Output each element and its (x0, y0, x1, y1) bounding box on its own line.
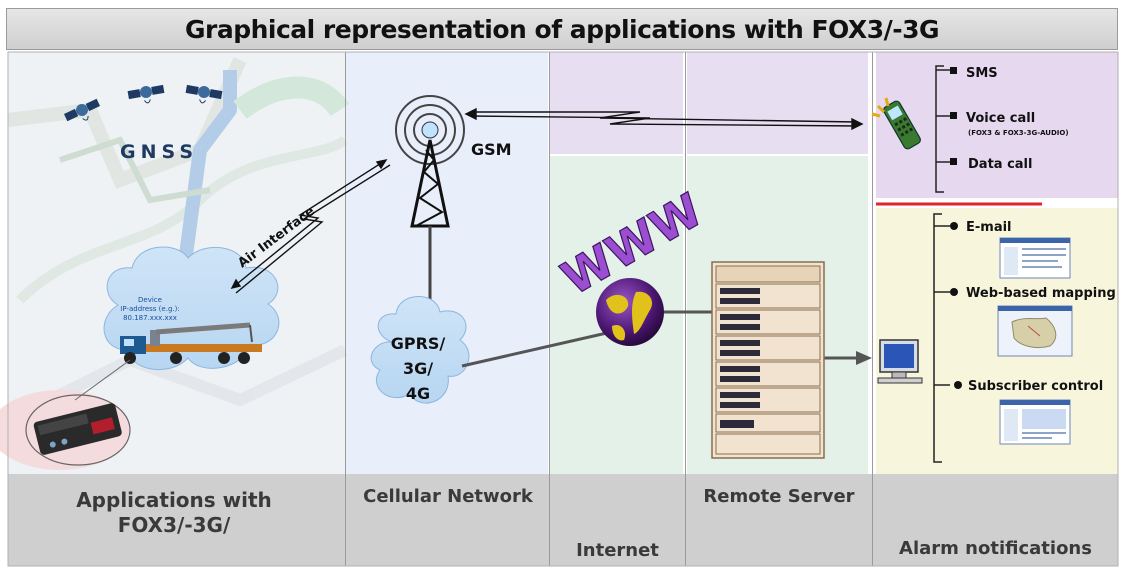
gprs-label-line1: GPRS/ (391, 334, 446, 353)
notification-data-call: Data call (968, 157, 1032, 172)
alarm-gsm-bg (876, 52, 1118, 198)
phone-ring-icon (871, 97, 890, 118)
gprs-cloud (370, 296, 470, 404)
air-interface-arrows (230, 158, 391, 294)
column-label-alarm: Alarm notifications (899, 538, 1092, 559)
gprs-label-line3: 4G (406, 384, 430, 403)
satellite-icon (185, 84, 223, 104)
satellite-icons (63, 84, 223, 122)
subscriber-screenshot-thumbnail (999, 399, 1071, 445)
mobile-phone-icon (883, 100, 921, 150)
internet-bullets (950, 222, 962, 389)
gsm-notification-bracket (935, 65, 950, 193)
monitor-icon (877, 339, 923, 384)
notification-subscriber-control: Subscriber control (968, 379, 1103, 394)
server-rack-icon (711, 261, 825, 459)
truck-icon (120, 322, 262, 364)
diagram-title: Graphical representation of applications… (6, 8, 1118, 50)
device-pointer-line (74, 359, 131, 401)
gnss-label: GNSS (120, 141, 198, 163)
gsm-phone-arrows (464, 107, 864, 131)
network-lines (461, 310, 858, 368)
device-label-line3: 80.187.xxx.xxx (123, 314, 177, 322)
map-screenshot-thumbnail (997, 305, 1073, 357)
column-label-server: Remote Server (703, 486, 855, 507)
column-backgrounds (8, 52, 1118, 474)
column-separators (345, 52, 873, 566)
notification-sms: SMS (966, 66, 998, 81)
internet-notification-bracket (933, 213, 950, 463)
arrow-to-monitor (856, 351, 872, 365)
footer-band (8, 474, 1118, 566)
gsm-label: GSM (471, 140, 512, 159)
internet-top-bg (550, 52, 683, 154)
satellite-icon (127, 84, 165, 104)
diagram-frame (7, 51, 1119, 567)
gsm-tower-icon (395, 95, 465, 312)
cellular-bg (345, 52, 548, 474)
device-label-line2: IP-address (e.g.): (120, 305, 179, 313)
gprs-label-line2: 3G/ (403, 359, 433, 378)
satellite-icon (63, 98, 101, 122)
device-cloud (103, 246, 280, 371)
notification-web-mapping: Web-based mapping (966, 286, 1116, 301)
notification-voice-call-note: (FOX3 & FOX3-3G-AUDIO) (968, 129, 1069, 137)
gsm-bullets (950, 67, 957, 165)
notification-email: E-mail (966, 220, 1012, 235)
column-label-internet: Internet (576, 540, 659, 561)
email-screenshot-thumbnail (999, 237, 1071, 279)
column-label-cellular: Cellular Network (363, 486, 533, 507)
server-top-bg (687, 52, 868, 154)
notification-voice-call: Voice call (966, 111, 1035, 126)
column-label-applications: Applications with FOX3/-3G/ (76, 488, 272, 537)
device-label-line1: Device (138, 296, 162, 304)
fox3-device-icon (25, 394, 131, 466)
